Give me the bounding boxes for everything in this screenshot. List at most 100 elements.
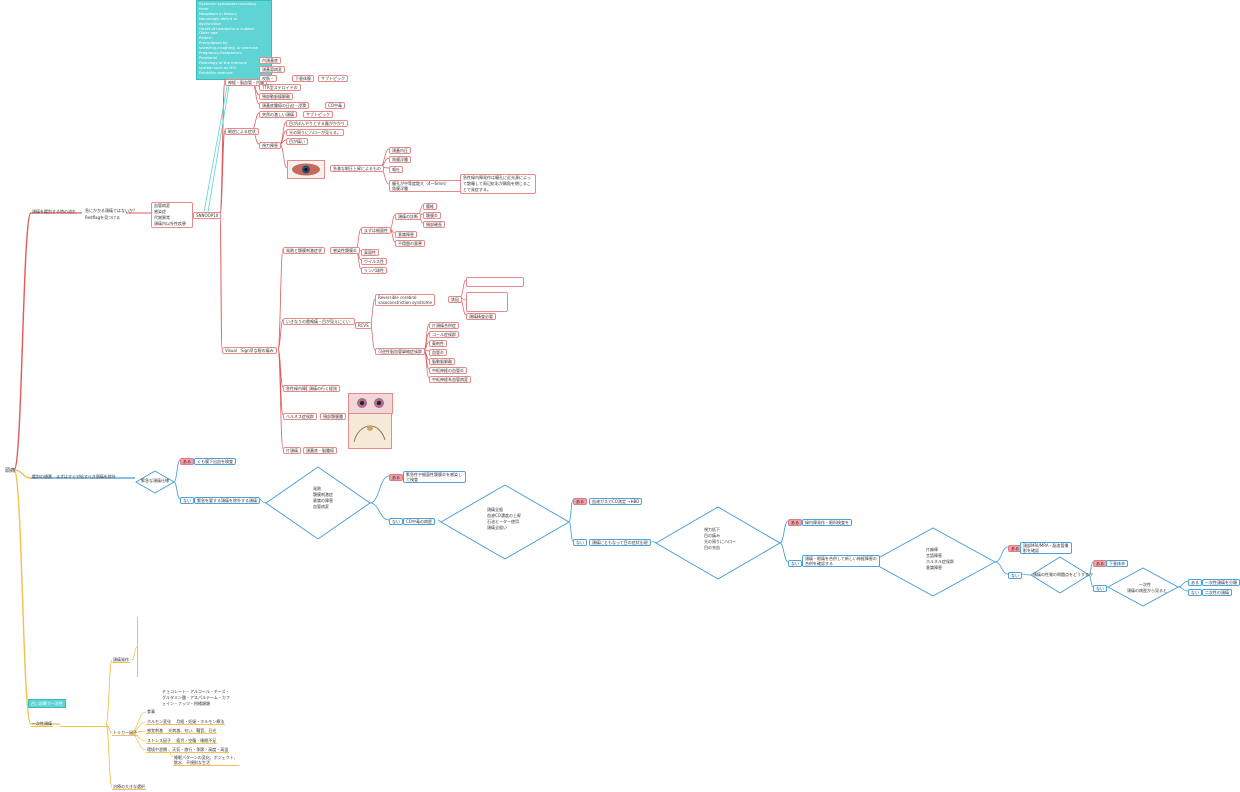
rcvs-list-1[interactable]: コール症候群 <box>429 331 459 338</box>
blue-q2-box[interactable]: 緊急を要する頭痛を除外する頭痛 <box>194 497 260 504</box>
rcvs-name[interactable]: Reversible cerebral vasoconstriction syn… <box>375 294 435 306</box>
vision-item-2[interactable]: 目が痛い <box>286 138 308 145</box>
blue-a8[interactable]: 二次性の頭痛 <box>1202 589 1232 596</box>
glaucoma-sub[interactable]: 頭痛の行く経過 <box>306 385 340 392</box>
red-sub-list[interactable]: 血管病変 感染症 代謝異常 頭痛内以外性疾患 <box>151 202 193 228</box>
n-item-5[interactable]: 頭蓋底腫瘍の圧迫・浸潤 <box>259 102 309 109</box>
rcvs-list-3[interactable]: 血管炎 <box>429 349 447 356</box>
fever-sub[interactable]: 感染性髄膜炎 <box>330 247 360 254</box>
yellow-branch1[interactable]: 頭痛発作 <box>112 657 130 663</box>
blue-yes-1[interactable]: ある <box>180 458 194 465</box>
blue-no-7[interactable]: ない <box>1188 589 1202 596</box>
bact-item-2[interactable]: 頸部硬直 <box>423 221 445 228</box>
rcvs-head[interactable]: いきなりの雷鳴痛・目が見えにくい <box>283 318 355 325</box>
n-item-3[interactable]: TTR型ステロイドの <box>259 84 301 91</box>
rcvs-list-5[interactable]: 中枢神経の血管炎 <box>429 367 467 374</box>
rcvs-diff[interactable]: 可逆性脳血管攣縮症候群 <box>375 348 425 355</box>
fever-tail-2[interactable]: リンパ球性 <box>361 267 387 274</box>
vs-group-head[interactable]: Visual Sign早な眼の痛み <box>222 347 277 354</box>
decision-diamond-2[interactable] <box>265 466 371 540</box>
fever-sub2[interactable]: まずは細菌性 <box>361 227 391 234</box>
blue-no-2[interactable]: ない <box>389 518 403 525</box>
blue-a4[interactable]: 緑内障発作・眼科検査を <box>802 519 852 526</box>
blue-no-6[interactable]: ない <box>1093 585 1107 592</box>
fever-tail-1[interactable]: ウイルス性 <box>361 258 387 265</box>
bact-head[interactable]: 頭痛の診断 <box>395 213 421 220</box>
blue-yes-6[interactable]: ある <box>1093 560 1107 567</box>
eye-group-head[interactable]: 眼症による症状 <box>225 128 259 135</box>
iop-item-3[interactable]: 瞳孔が中等度散大（4～6mm） 角膜浮腫 <box>389 180 461 192</box>
blue-main-topic[interactable]: 鑑別の順番 まずはすぐ対処すべき頭痛を除外 <box>32 474 116 479</box>
blue-yes-3[interactable]: ある <box>573 498 587 505</box>
blue-no-1[interactable]: ない <box>180 497 194 504</box>
rcvs-cause-box-2[interactable] <box>466 292 508 312</box>
yellow-trigger-head[interactable]: トリガー因子 <box>112 730 138 736</box>
blue-a6[interactable]: 下垂体卒 <box>1106 560 1128 567</box>
yellow-trig-1[interactable]: 感覚刺激 光刺激、匂い、騒音、日光 <box>146 728 218 734</box>
n-sub1[interactable]: 下垂体腺 <box>292 75 314 82</box>
blue-a2[interactable]: 緊急性や細菌性髄膜炎を感染して検査 <box>403 471 466 483</box>
co2-node[interactable]: CO中毒 <box>325 102 345 109</box>
coma-head[interactable]: 片頭痛 <box>283 447 301 454</box>
palsy-head[interactable]: ベルネス症候群 <box>283 413 317 420</box>
blue-yes-2[interactable]: ある <box>389 474 403 481</box>
blue-no-4[interactable]: ない <box>788 560 802 567</box>
fever-head[interactable]: 発熱と髄膜刺激症状 <box>283 247 325 254</box>
palsy-sub[interactable]: 頸部髄膜腫 <box>320 413 346 420</box>
rcvs-cause-box-1[interactable] <box>466 277 524 287</box>
eye-sub[interactable]: 突然の激しい頭痛 <box>259 111 297 118</box>
rcvs-list-2[interactable]: 薬剤性 <box>429 340 447 347</box>
vision-item-0[interactable]: 目がぼんやりとする霧がかかり <box>286 120 348 127</box>
yellow-main-topic[interactable]: 一次性頭痛 <box>31 721 53 727</box>
rcvs-code[interactable]: RCVS <box>355 322 372 329</box>
iop-item-1[interactable]: 角膜浮腫 <box>389 156 411 163</box>
root-node[interactable]: 頭痛 <box>5 468 16 474</box>
blue-a7[interactable]: 一次性頭痛を分類 <box>1202 579 1240 586</box>
eye-sub2[interactable]: サブトピック <box>303 111 333 118</box>
decision-diamond-7[interactable] <box>1107 567 1179 607</box>
red-main-topic[interactable]: 頭痛を鑑別する時の流れ <box>32 209 76 214</box>
decision-diamond-4[interactable] <box>655 506 781 580</box>
bact-item-0[interactable]: 腰椎 <box>423 203 437 210</box>
iop-note[interactable]: 急性緑内障発作は瞳孔に近光源によって散瞳して周辺虹彩が隅角を閉じることで発症する… <box>460 174 536 194</box>
decision-diamond-1[interactable] <box>135 470 175 494</box>
fever-item-0[interactable]: 意識障害 <box>395 231 417 238</box>
iop-node[interactable]: 急激な眼圧上昇によるもの <box>330 165 384 172</box>
n-item-2[interactable]: 咬筋・ <box>259 75 277 82</box>
yellow-trig-4[interactable]: 睡眠パターンの変化、ポジェクト、飲水、不規則な生活 <box>173 755 239 766</box>
fever-tail-0[interactable]: 真菌性 <box>361 249 379 256</box>
n-item-0[interactable]: 内頭蓋底 <box>259 57 281 64</box>
snnoop-node[interactable]: SNNOOP10 <box>193 212 222 219</box>
n-item-1[interactable]: 頭蓋窩病変 <box>259 66 285 73</box>
n-group-head[interactable]: 神経・脳血管・内臓 <box>225 79 267 86</box>
coma-sub[interactable]: 頭蓋底・脳腫瘍 <box>303 447 337 454</box>
red-q1[interactable]: 急にかかる頭痛ではないか？ <box>85 208 137 213</box>
n-sub2[interactable]: サブトピック <box>318 75 348 82</box>
blue-q5-box[interactable]: 頭痛・眼痛を合併して新しい神経障害の合併を確認する <box>802 555 880 567</box>
rcvs-list-0[interactable]: 片頭痛合併症 <box>429 322 459 329</box>
blue-a5[interactable]: 頭部MRI/MRA・脳血管撮影を確認 <box>1020 542 1072 554</box>
red-q2[interactable]: Redflagを見つける <box>85 215 121 220</box>
blue-yes-7[interactable]: ある <box>1188 579 1202 586</box>
n-item-4[interactable]: 頸部動脈瘤解離 <box>259 93 293 100</box>
blue-no-3[interactable]: ない <box>573 539 587 546</box>
vision-item-1[interactable]: 光の周りにハローが見える。 <box>286 129 344 136</box>
yellow-trig-3[interactable]: 環境や習慣 天気・旅行・季節・高度・高温 <box>146 747 230 753</box>
blue-q3-box[interactable]: CO中毒の病歴 <box>403 518 435 525</box>
iop-item-0[interactable]: 頭蓋内圧 <box>389 147 411 154</box>
decision-diamond-5[interactable] <box>870 527 996 597</box>
blue-no-5[interactable]: ない <box>1008 572 1022 579</box>
rcvs-sub[interactable]: 頭痛精査必要 <box>466 313 496 320</box>
yellow-trig-0[interactable]: ホルモン変化 月経・妊娠・ホルモン療法 <box>146 719 226 725</box>
blue-q4-box[interactable]: 頭痛にともなって目の症状出現 <box>589 539 651 546</box>
yellow-trig-2[interactable]: ストレス因子 疲労・空腹・睡眠不足 <box>146 738 218 744</box>
rcvs-cause[interactable]: 誘因 <box>448 296 462 303</box>
bact-item-1[interactable]: 髄膜炎 <box>423 212 441 219</box>
blue-a1[interactable]: くも膜下出血を検査 <box>194 458 236 465</box>
decision-diamond-6[interactable] <box>1030 556 1090 594</box>
blue-a3[interactable]: 血液ガスでCO測定 →HBO <box>589 498 643 505</box>
iop-item-2[interactable]: 嘔吐 <box>389 166 403 173</box>
yellow-diag[interactable]: 治療の大きな選択 <box>112 784 146 790</box>
decision-diamond-3[interactable] <box>440 484 570 560</box>
vision-head[interactable]: 視力障害 <box>259 142 281 149</box>
